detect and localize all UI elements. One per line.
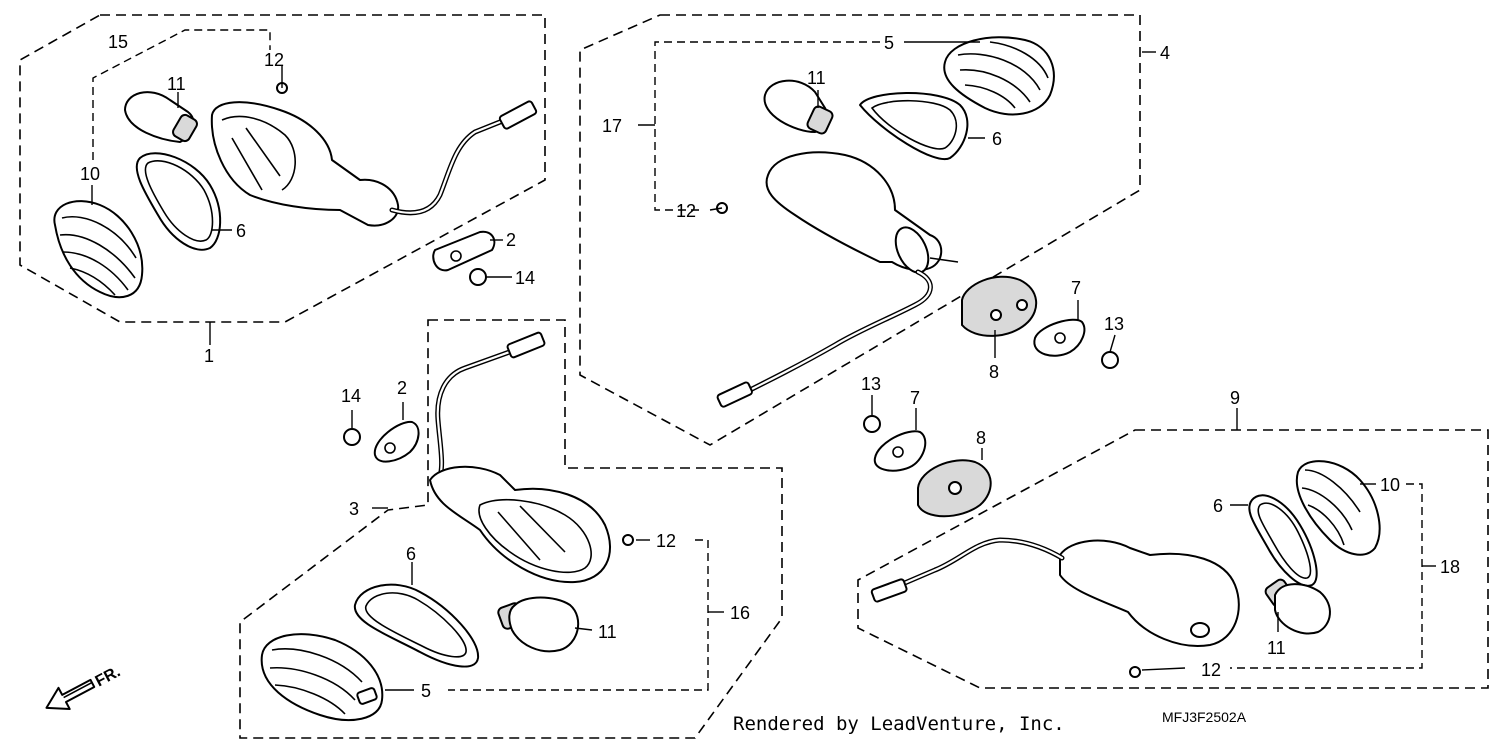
callout-12: 12 bbox=[676, 201, 696, 221]
cushion-8-b bbox=[917, 459, 992, 518]
bulb-11-a bbox=[124, 91, 198, 143]
diagram-code: MFJ3F2502A bbox=[1162, 709, 1247, 725]
frame-assembly-3 bbox=[239, 319, 783, 739]
bulb-11-b bbox=[763, 79, 834, 135]
assembly-4-turn-signal bbox=[716, 36, 1119, 408]
callout-labels: 15 12 11 10 6 2 14 1 5 4 11 17 6 12 7 13… bbox=[80, 32, 1460, 701]
callout-3: 3 bbox=[349, 499, 359, 519]
callout-11: 11 bbox=[807, 68, 826, 88]
callout-4: 4 bbox=[1160, 43, 1170, 63]
callout-11: 11 bbox=[598, 622, 617, 642]
housing-c bbox=[429, 465, 611, 584]
lens-10-b bbox=[1295, 460, 1381, 556]
lens-10-a bbox=[53, 200, 144, 299]
bulb-11-c bbox=[497, 596, 580, 653]
callout-12: 12 bbox=[264, 50, 284, 70]
callout-12: 12 bbox=[1201, 660, 1221, 680]
callout-11: 11 bbox=[167, 74, 186, 94]
gasket-6-d bbox=[1248, 494, 1318, 587]
callout-12: 12 bbox=[656, 531, 676, 551]
callout-5: 5 bbox=[884, 33, 894, 53]
callout-6: 6 bbox=[236, 221, 246, 241]
cushion-8-a bbox=[961, 275, 1038, 337]
callout-9: 9 bbox=[1230, 388, 1240, 408]
callout-16: 16 bbox=[730, 603, 750, 623]
assembly-9-turn-signal bbox=[863, 415, 1381, 678]
callout-11: 11 bbox=[1267, 638, 1286, 658]
gasket-6-a bbox=[135, 152, 222, 251]
callout-10: 10 bbox=[1380, 475, 1400, 495]
callout-15: 15 bbox=[108, 32, 128, 52]
bulb-11-d bbox=[1264, 578, 1331, 635]
callout-13: 13 bbox=[1104, 314, 1124, 334]
callout-14: 14 bbox=[515, 268, 535, 288]
callout-5: 5 bbox=[421, 681, 431, 701]
callout-2: 2 bbox=[506, 230, 516, 250]
callout-6: 6 bbox=[1213, 496, 1223, 516]
callout-6: 6 bbox=[406, 544, 416, 564]
lens-5-b bbox=[260, 633, 384, 721]
callout-7: 7 bbox=[910, 388, 920, 408]
direction-label: FR. bbox=[93, 663, 124, 690]
frame-assembly-1 bbox=[19, 14, 546, 323]
frame-assembly-9 bbox=[857, 429, 1489, 689]
housing-d bbox=[1059, 539, 1240, 647]
housing-b bbox=[765, 151, 959, 274]
callout-18: 18 bbox=[1440, 557, 1460, 577]
frame-assembly-4 bbox=[579, 14, 1141, 446]
callout-7: 7 bbox=[1071, 278, 1081, 298]
callout-6: 6 bbox=[992, 129, 1002, 149]
housing-a bbox=[210, 101, 400, 227]
assembly-1-turn-signal bbox=[53, 82, 538, 299]
render-credit: Rendered by LeadVenture, Inc. bbox=[733, 713, 1065, 735]
callout-8: 8 bbox=[976, 428, 986, 448]
callout-17: 17 bbox=[602, 116, 622, 136]
arrow-left-icon bbox=[45, 678, 96, 711]
callout-1: 1 bbox=[204, 346, 214, 366]
callout-14: 14 bbox=[341, 386, 361, 406]
gasket-6-c bbox=[353, 583, 480, 668]
callout-2: 2 bbox=[397, 378, 407, 398]
callout-10: 10 bbox=[80, 164, 100, 184]
bracket-15 bbox=[92, 29, 271, 160]
callout-13: 13 bbox=[861, 374, 881, 394]
assembly-3-turn-signal bbox=[260, 331, 634, 721]
lens-5-a bbox=[943, 36, 1055, 116]
gasket-6-b bbox=[859, 92, 969, 161]
front-direction-arrow: FR. bbox=[45, 663, 124, 711]
callout-8: 8 bbox=[989, 362, 999, 382]
